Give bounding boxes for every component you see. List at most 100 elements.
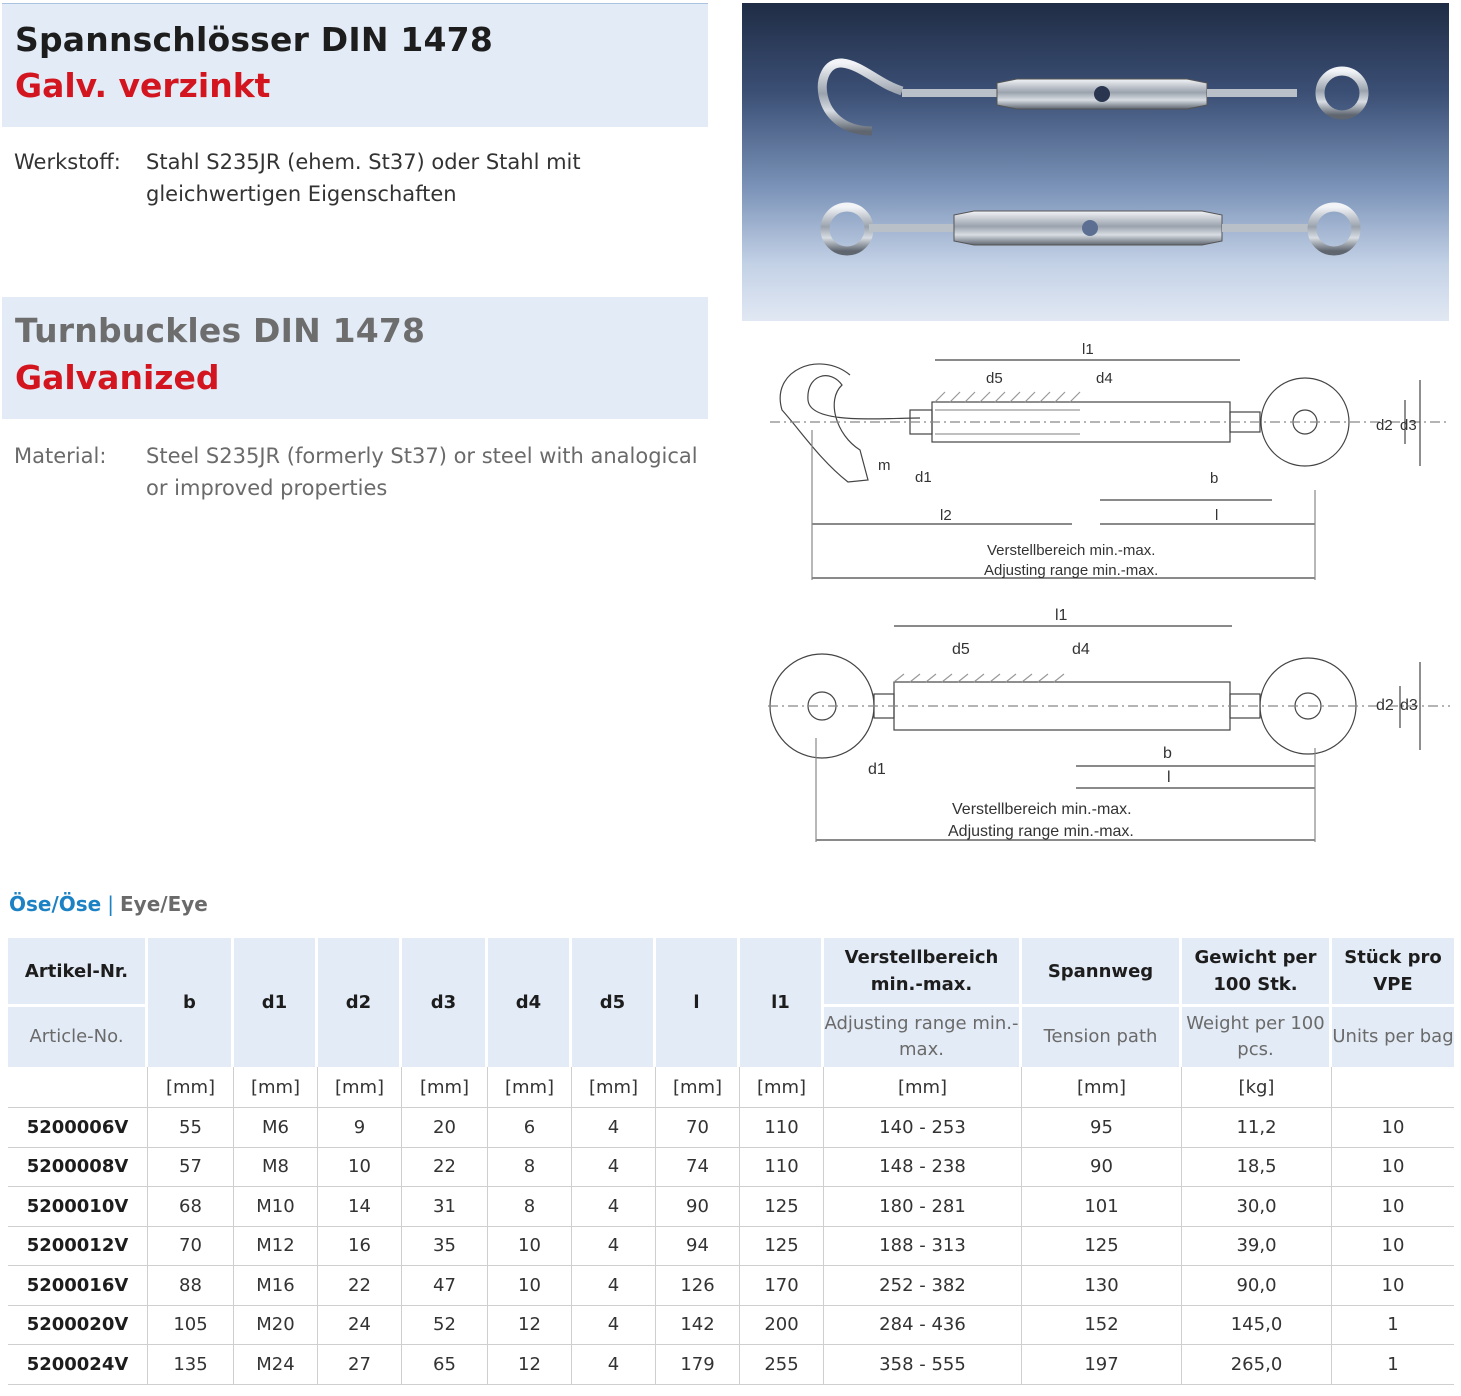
table-cell: M8 (234, 1147, 318, 1187)
english-material-label: Material: (14, 444, 107, 468)
header-d1: d1 (234, 938, 318, 1067)
table-cell: 35 (402, 1226, 488, 1266)
table-cell: 4 (572, 1345, 656, 1385)
table-cell: 1 (1332, 1345, 1454, 1385)
article-number-cell: 5200006V (8, 1108, 148, 1148)
table-cell: M12 (234, 1226, 318, 1266)
table-cell: 90,0 (1182, 1266, 1332, 1306)
table-cell: 55 (148, 1108, 234, 1148)
table-cell: 4 (572, 1305, 656, 1345)
table-cell: 47 (402, 1266, 488, 1306)
table-cell: 125 (740, 1226, 824, 1266)
product-photo (742, 3, 1449, 321)
header-l1: l1 (740, 938, 824, 1067)
table-cell: 4 (572, 1108, 656, 1148)
header-b: b (148, 938, 234, 1067)
table-cell: 16 (318, 1226, 402, 1266)
table-cell: 18,5 (1182, 1147, 1332, 1187)
header-weight-de: Gewicht per 100 Stk. (1182, 938, 1332, 1004)
spec-table: Artikel-Nr. b d1 d2 d3 d4 d5 l l1 Verste… (8, 938, 1454, 1385)
table-cell: 179 (656, 1345, 740, 1385)
table-cell: 20 (402, 1108, 488, 1148)
table-cell: 52 (402, 1305, 488, 1345)
table-cell: 152 (1022, 1305, 1182, 1345)
drawing-label-b: b (1210, 470, 1218, 487)
header-tension-de: Spannweg (1022, 938, 1182, 1004)
table-cell: 14 (318, 1187, 402, 1227)
eye-eye-turnbuckle (820, 202, 1361, 256)
table-cell: 188 - 313 (824, 1226, 1022, 1266)
german-material-label: Werkstoff: (14, 150, 121, 174)
table-cell: 4 (572, 1266, 656, 1306)
drawing-hook-eye: l1 d5 d4 b l2 l m d1 d2 d3 Verstellberei… (760, 330, 1460, 592)
table-cell: 130 (1022, 1266, 1182, 1306)
table-cell: 22 (402, 1147, 488, 1187)
table-cell: 200 (740, 1305, 824, 1345)
table-cell: 10 (318, 1147, 402, 1187)
table-cell: 126 (656, 1266, 740, 1306)
table-cell: 1 (1332, 1306, 1454, 1345)
header-d5: d5 (572, 938, 656, 1067)
table-cell: 197 (1022, 1345, 1182, 1385)
unit-row: [mm] [mm] [mm] [mm] [mm] [mm] [mm] [mm] … (8, 1067, 1454, 1108)
table-cell: 57 (148, 1147, 234, 1187)
table-cell: 24 (318, 1305, 402, 1345)
drawing2-range-en: Adjusting range min.-max. (948, 823, 1134, 840)
english-subtitle: Galvanized (15, 358, 220, 397)
table-cell: 65 (402, 1345, 488, 1385)
article-number-cell: 5200024V (8, 1345, 148, 1385)
drawing-label-l: l (1215, 507, 1218, 524)
table-cell: 10 (488, 1226, 572, 1266)
table-cell: 4 (572, 1147, 656, 1187)
drawing2-label-b: b (1163, 745, 1172, 762)
unit-cell: [mm] (740, 1067, 824, 1108)
drawing-range-de: Verstellbereich min.-max. (987, 542, 1155, 559)
table-cell: 68 (148, 1187, 234, 1227)
header-units-de: Stück pro VPE (1332, 938, 1454, 1004)
table-cell: 142 (656, 1305, 740, 1345)
table-cell: 110 (740, 1147, 824, 1187)
table-cell: 10 (1332, 1187, 1454, 1227)
drawing2-range-de: Verstellbereich min.-max. (952, 801, 1132, 818)
table-cell: 135 (148, 1345, 234, 1385)
header-weight-en: Weight per 100 pcs. (1182, 1004, 1332, 1067)
unit-cell (8, 1067, 148, 1108)
table-cell: 10 (1332, 1266, 1454, 1306)
section-separator: | (107, 892, 114, 916)
table-cell: 12 (488, 1305, 572, 1345)
drawing2-label-d4: d4 (1072, 641, 1090, 658)
drawing2-label-l: l (1167, 769, 1171, 786)
unit-cell: [kg] (1182, 1067, 1332, 1108)
header-units-en: Units per bag (1332, 1004, 1454, 1067)
header-d4: d4 (488, 938, 572, 1067)
table-cell: 180 - 281 (824, 1187, 1022, 1227)
drawing-eye-eye: l1 d5 d4 b l d1 d2 d3 Verstellbereich mi… (760, 598, 1460, 850)
german-header-box: Spannschlösser DIN 1478 Galv. verzinkt (2, 3, 708, 127)
article-number-cell: 5200020V (8, 1305, 148, 1345)
unit-cell: [mm] (656, 1067, 740, 1108)
table-cell: 30,0 (1182, 1187, 1332, 1227)
article-number-cell: 5200016V (8, 1266, 148, 1306)
table-cell: 255 (740, 1345, 824, 1385)
table-header-row: Artikel-Nr. b d1 d2 d3 d4 d5 l l1 Verste… (8, 938, 1454, 1067)
article-number-cell: 5200008V (8, 1147, 148, 1187)
drawing2-label-d2: d2 (1376, 697, 1394, 714)
unit-cell: [mm] (824, 1067, 1022, 1108)
english-title: Turnbuckles DIN 1478 (15, 311, 426, 350)
section-label: Öse/Öse|Eye/Eye (9, 892, 208, 916)
table-cell: 284 - 436 (824, 1305, 1022, 1345)
table-cell: 10 (1332, 1108, 1454, 1148)
table-cell: 10 (1332, 1148, 1454, 1187)
drawing-range-en: Adjusting range min.-max. (984, 562, 1158, 579)
table-cell: 22 (318, 1266, 402, 1306)
table-cell: 94 (656, 1226, 740, 1266)
german-material-text: Stahl S235JR (ehem. St37) oder Stahl mit… (146, 150, 581, 206)
table-cell: 252 - 382 (824, 1266, 1022, 1306)
table-cell: M20 (234, 1305, 318, 1345)
header-l: l (656, 938, 740, 1067)
